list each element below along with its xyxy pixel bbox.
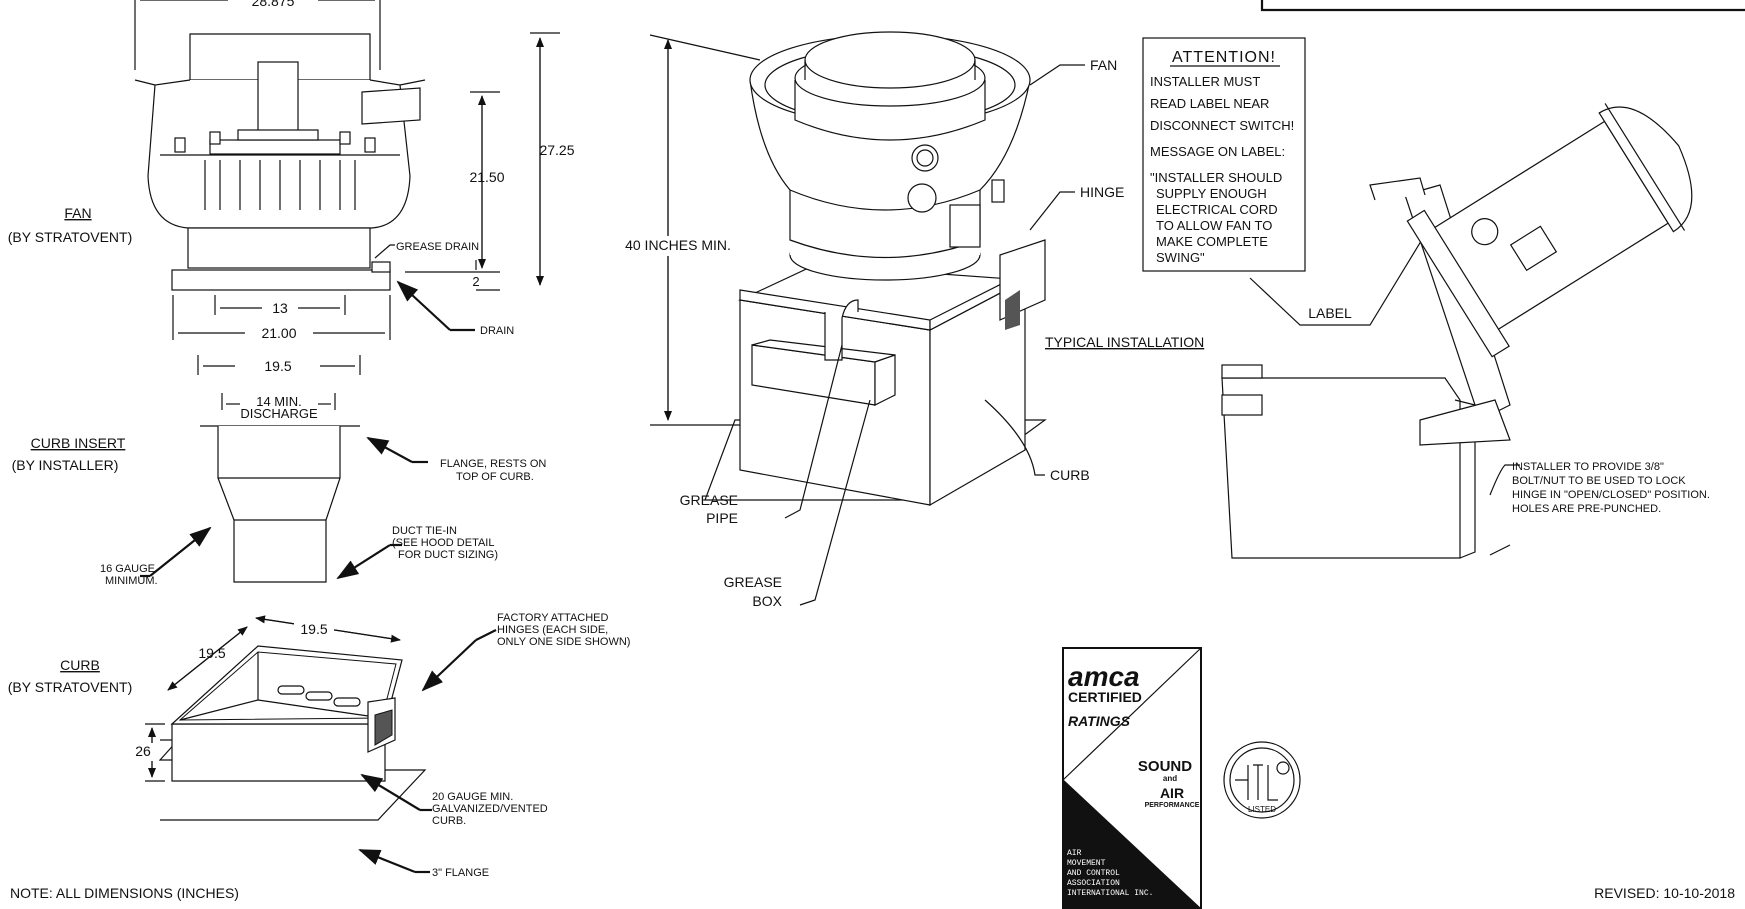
curb-by: (BY STRATOVENT) xyxy=(8,679,132,695)
vent-louvers xyxy=(277,685,361,707)
duct-tie-1: DUCT TIE-IN xyxy=(392,525,457,537)
hinges-1: FACTORY ATTACHED xyxy=(497,612,609,624)
duct-tie-3: FOR DUCT SIZING) xyxy=(398,549,498,561)
attention-title: ATTENTION! xyxy=(1172,49,1276,66)
amca-air: AIR xyxy=(1160,785,1184,801)
dim-13: 13 xyxy=(272,300,288,316)
attention-l4: MESSAGE ON LABEL: xyxy=(1150,144,1285,159)
grease-pipe-2: PIPE xyxy=(706,510,738,526)
amca-assoc-2: MOVEMENT xyxy=(1067,859,1106,868)
tilted-note-3: HINGE IN "OPEN/CLOSED" POSITION. xyxy=(1512,489,1710,501)
tilted-fan-view: INSTALLER TO PROVIDE 3/8" BOLT/NUT TO BE… xyxy=(1221,103,1710,559)
gauge-16-2: MINIMUM. xyxy=(105,575,158,587)
duct-tie-2: (SEE HOOD DETAIL xyxy=(392,537,494,549)
attention-l1: INSTALLER MUST xyxy=(1150,74,1260,89)
grease-pipe-1: GREASE xyxy=(680,492,738,508)
attention-l5: "INSTALLER SHOULD xyxy=(1150,170,1282,185)
amca-assoc-4: ASSOCIATION xyxy=(1067,879,1120,888)
attention-l2: READ LABEL NEAR xyxy=(1150,96,1269,111)
amca-assoc-3: AND CONTROL xyxy=(1067,869,1120,878)
etl-listed-text: LISTED xyxy=(1248,805,1276,814)
etl-listed-mark: LISTED xyxy=(1223,741,1301,819)
label-callout: LABEL xyxy=(1308,305,1352,321)
curb-insert-view: 19.5 14 MIN. DISCHARGE CURB INSERT (BY I… xyxy=(12,355,546,587)
install-fan-label: FAN xyxy=(1090,57,1117,73)
attention-l9: MAKE COMPLETE xyxy=(1156,234,1268,249)
dim-28875: 28.875 xyxy=(252,0,295,9)
gauge-20-2: GALVANIZED/VENTED xyxy=(432,803,548,815)
curb-label: CURB xyxy=(60,657,100,673)
flange-3in: 3" FLANGE xyxy=(432,867,489,879)
grease-box-1: GREASE xyxy=(724,574,782,590)
fan-label: FAN xyxy=(64,205,91,221)
curb-insert-label: CURB INSERT xyxy=(31,435,126,451)
grease-drain-label: GREASE DRAIN xyxy=(396,241,479,253)
attention-l8: TO ALLOW FAN TO xyxy=(1156,218,1272,233)
flange-rests-2: TOP OF CURB. xyxy=(456,471,534,483)
title-block-frame xyxy=(1260,0,1745,12)
amca-assoc-1: AIR xyxy=(1067,849,1082,858)
curb-insert-by: (BY INSTALLER) xyxy=(12,457,119,473)
dim-curb-h: 26 xyxy=(135,743,151,759)
flange-rests-1: FLANGE, RESTS ON xyxy=(440,458,546,470)
hinges-2: HINGES (EACH SIDE, xyxy=(497,624,608,636)
attention-l7: ELECTRICAL CORD xyxy=(1156,202,1278,217)
dim-21-00: 21.00 xyxy=(261,325,296,341)
dim-discharge: DISCHARGE xyxy=(240,406,318,421)
amca-certified-badge: amca CERTIFIED RATINGS SOUND and AIR PER… xyxy=(1062,647,1202,909)
attention-l6: SUPPLY ENOUGH xyxy=(1156,186,1267,201)
tilted-note-2: BOLT/NUT TO BE USED TO LOCK xyxy=(1512,475,1686,487)
dim-curb-d: 19.5 xyxy=(198,645,225,661)
amca-sound: SOUND xyxy=(1138,758,1192,775)
gauge-16-1: 16 GAUGE xyxy=(100,563,155,575)
amca-logo-text: amca xyxy=(1068,661,1140,692)
amca-and: and xyxy=(1163,774,1177,783)
install-curb-label: CURB xyxy=(1050,467,1090,483)
gauge-20-3: CURB. xyxy=(432,815,466,827)
attention-l10: SWING" xyxy=(1156,250,1205,265)
dim-curb-w: 19.5 xyxy=(300,621,327,637)
attention-l3: DISCONNECT SWITCH! xyxy=(1150,118,1294,133)
typical-installation: 40 INCHES MIN. FAN xyxy=(618,31,1204,609)
dim-21-50: 21.50 xyxy=(469,169,504,185)
hinges-3: ONLY ONE SIDE SHOWN) xyxy=(497,636,630,648)
footer-revised: REVISED: 10-10-2018 xyxy=(1594,885,1735,901)
dim-19-5: 19.5 xyxy=(264,358,291,374)
amca-assoc-5: INTERNATIONAL INC. xyxy=(1067,889,1153,898)
typical-installation-label: TYPICAL INSTALLATION xyxy=(1045,334,1204,350)
install-hinge-label: HINGE xyxy=(1080,184,1124,200)
dim-14-min: 14 MIN. xyxy=(256,394,302,409)
dim-27-25: 27.25 xyxy=(539,142,574,158)
fan-side-view: 28.875 27.25 21.50 2 xyxy=(8,0,575,341)
grease-box-2: BOX xyxy=(752,593,782,609)
dim-2: 2 xyxy=(472,274,479,289)
min-height-label: 40 INCHES MIN. xyxy=(625,237,731,253)
amca-ratings: RATINGS xyxy=(1068,713,1131,729)
curb-view: 19.5 19.5 26 CURB (BY STRATOVENT) FACTOR… xyxy=(8,612,631,879)
gauge-20-1: 20 GAUGE MIN. xyxy=(432,791,513,803)
tilted-note-4: HOLES ARE PRE-PUNCHED. xyxy=(1512,503,1661,515)
footer-note: NOTE: ALL DIMENSIONS (INCHES) xyxy=(10,885,239,901)
attention-box: ATTENTION! INSTALLER MUST READ LABEL NEA… xyxy=(1142,37,1441,326)
amca-performance: PERFORMANCE xyxy=(1145,802,1200,809)
drain-label: DRAIN xyxy=(480,325,514,337)
amca-certified: CERTIFIED xyxy=(1068,689,1142,705)
fan-by-label: (BY STRATOVENT) xyxy=(8,229,132,245)
tilted-note-1: INSTALLER TO PROVIDE 3/8" xyxy=(1512,461,1664,473)
